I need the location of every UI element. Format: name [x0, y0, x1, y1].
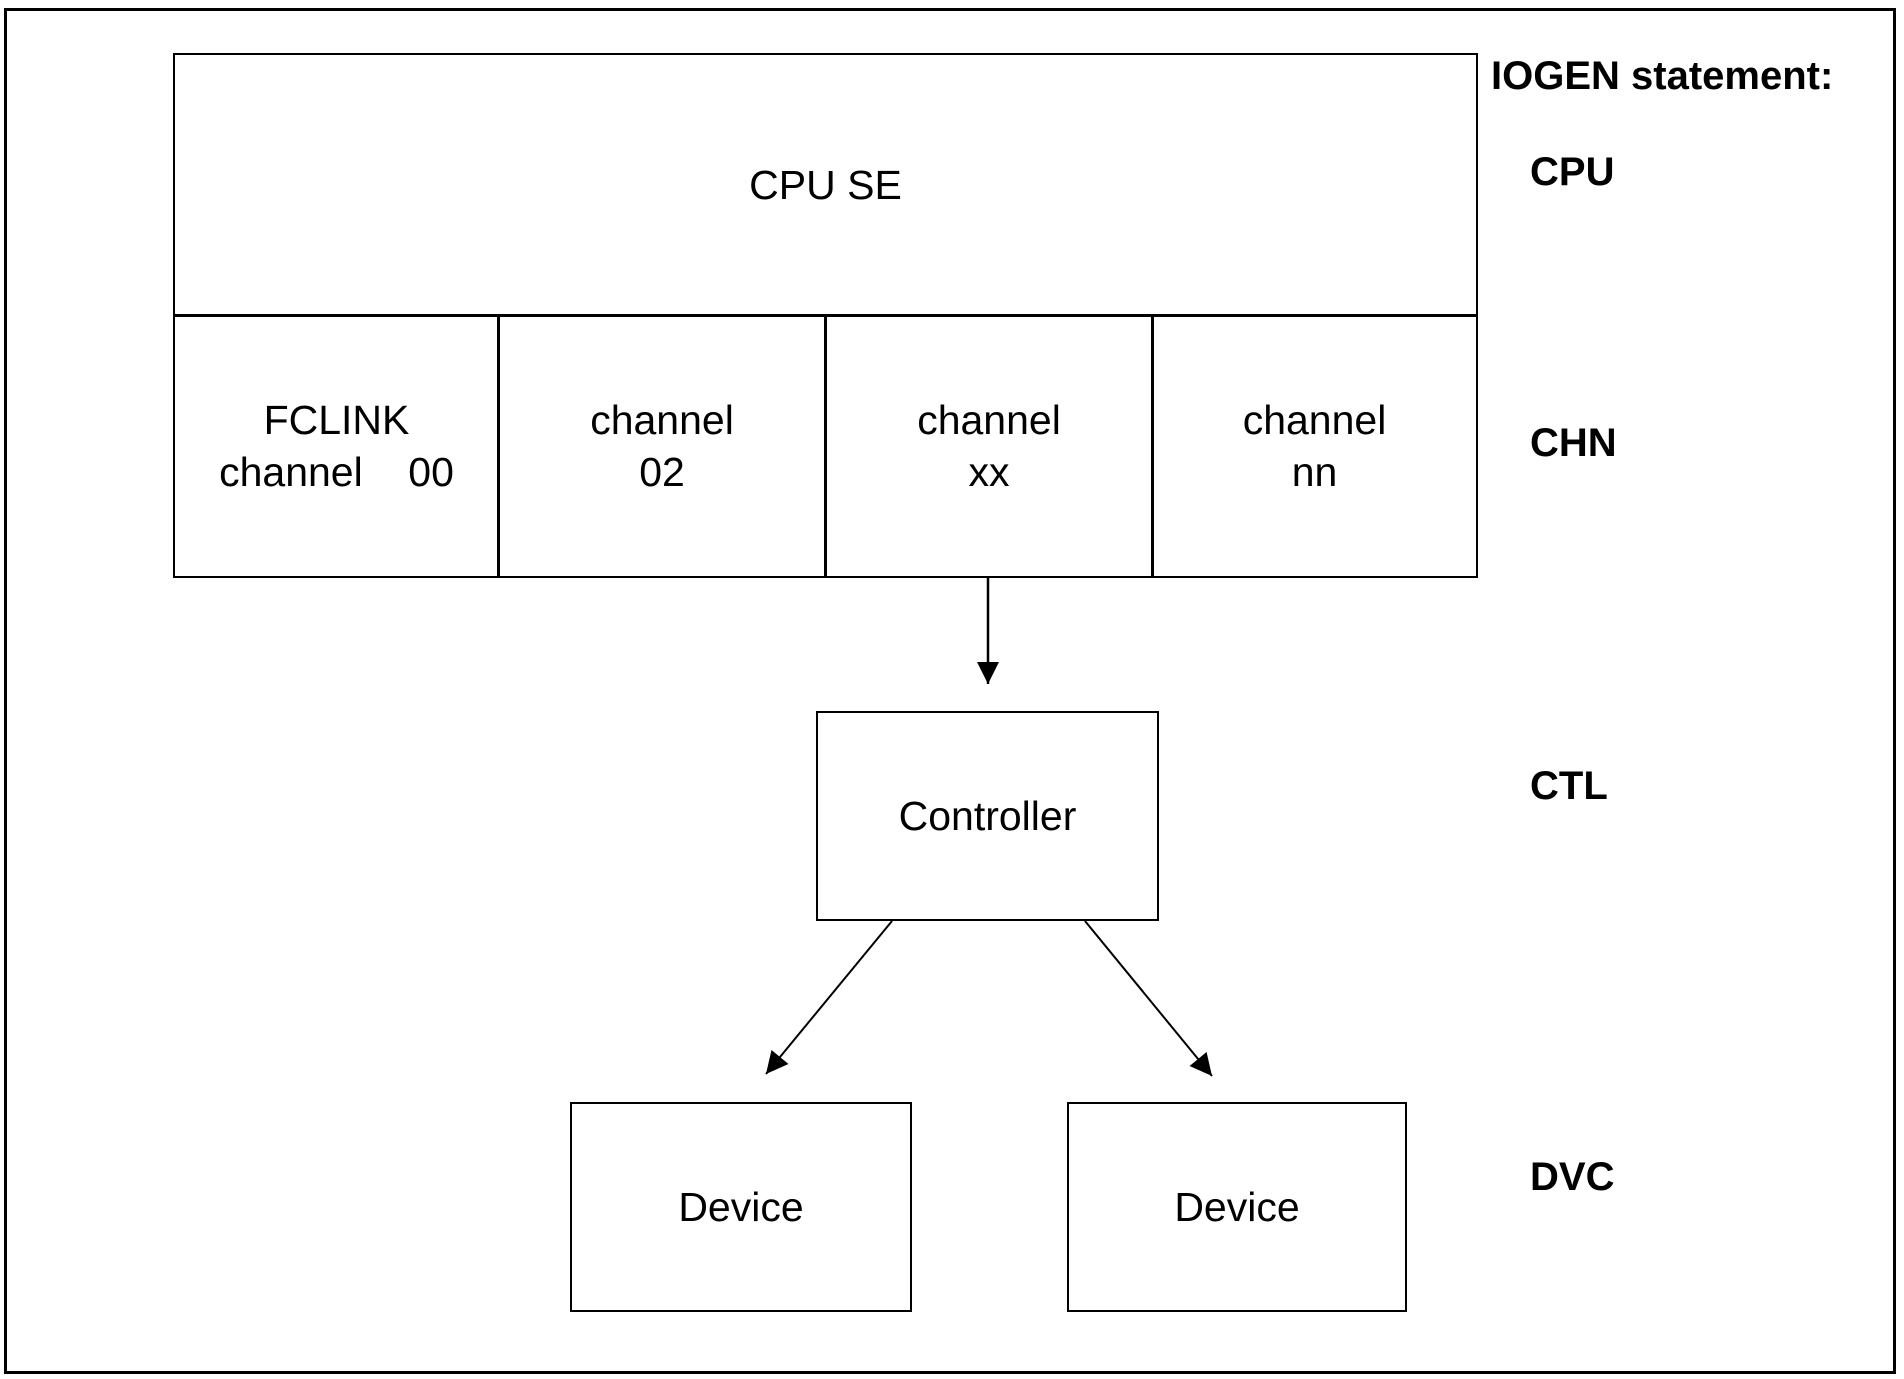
channel-line2: nn	[1291, 449, 1338, 495]
controller-label: Controller	[898, 793, 1077, 839]
cpu-label: CPU SE	[749, 162, 902, 208]
channel-line1: channel	[917, 397, 1061, 443]
channel-box-02: channel 02	[497, 314, 827, 578]
statement-cpu: CPU	[1530, 150, 1615, 194]
device-label: Device	[1174, 1184, 1300, 1230]
cpu-box: CPU SE	[173, 53, 1478, 317]
channel-line1: FCLINK	[263, 397, 410, 443]
channel-line1: channel	[1242, 397, 1387, 443]
channel-line2: channel 00	[219, 449, 454, 495]
statement-ctl: CTL	[1530, 764, 1608, 808]
diagram-frame	[4, 8, 1896, 1374]
channel-line2: xx	[968, 449, 1010, 495]
controller-box: Controller	[816, 711, 1159, 921]
channel-line1: channel	[590, 397, 734, 443]
device-box-left: Device	[570, 1102, 912, 1312]
channel-box-nn: channel nn	[1151, 314, 1478, 578]
device-box-right: Device	[1067, 1102, 1407, 1312]
channel-box-xx: channel xx	[824, 314, 1154, 578]
iogen-heading: IOGEN statement:	[1491, 54, 1834, 98]
statement-chn: CHN	[1530, 421, 1617, 465]
statement-dvc: DVC	[1530, 1155, 1615, 1199]
device-label: Device	[678, 1184, 804, 1230]
channel-box-fclink: FCLINK channel 00	[173, 314, 500, 578]
channel-line2: 02	[639, 449, 685, 495]
